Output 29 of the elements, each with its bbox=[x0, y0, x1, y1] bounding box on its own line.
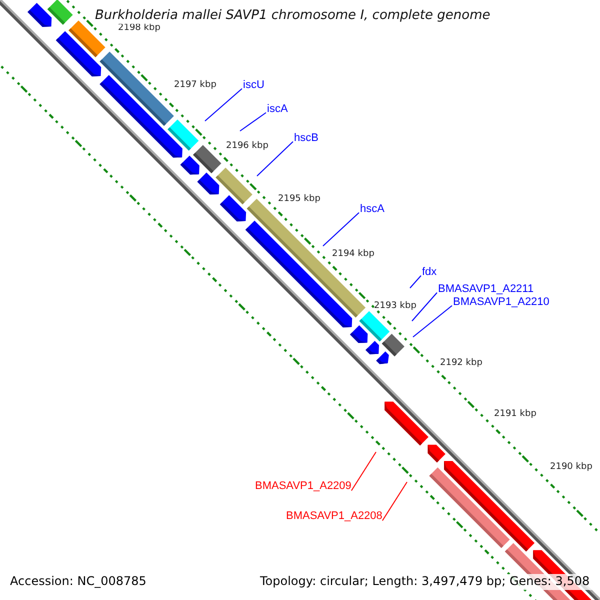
scale-label: 2195 kbp bbox=[278, 194, 320, 204]
gene-label: BMASAVP1_A2210 bbox=[453, 296, 550, 309]
leader-line bbox=[322, 212, 360, 246]
leader-line bbox=[412, 305, 452, 338]
scale-label: 2192 kbp bbox=[440, 358, 482, 368]
leader-line bbox=[204, 88, 242, 122]
leader-line bbox=[412, 292, 438, 322]
scale-label: 2190 kbp bbox=[550, 462, 592, 472]
scale-label: 2197 kbp bbox=[174, 80, 216, 90]
gene-label: iscU bbox=[243, 79, 264, 92]
leader-line bbox=[350, 452, 376, 492]
scale-label: 2196 kbp bbox=[226, 141, 268, 152]
scale-label: 2194 kbp bbox=[332, 249, 374, 260]
scale-label: 2191 kbp bbox=[494, 409, 536, 420]
gene-label: BMASAVP1_A2208 bbox=[286, 510, 382, 523]
accession-note: Accession: NC_008785 bbox=[8, 574, 148, 590]
leader-line bbox=[240, 112, 266, 132]
gene-label: iscA bbox=[267, 103, 288, 116]
gene-label: BMASAVP1_A2209 bbox=[255, 480, 352, 493]
leader-line bbox=[382, 482, 408, 522]
gene-label: BMASAVP1_A2211 bbox=[438, 283, 534, 296]
gene-label: hscA bbox=[360, 203, 384, 216]
scale-label: 2198 kbp bbox=[118, 23, 160, 34]
scale-label: 2193 kbp bbox=[374, 301, 416, 312]
topology-note: Topology: circular; Length: 3,497,479 bp; Genes: 3,508 bbox=[258, 574, 592, 590]
leader-line bbox=[256, 141, 294, 176]
gene-label: fdx bbox=[422, 266, 437, 279]
leader-line bbox=[410, 275, 422, 288]
gene-label: hscB bbox=[294, 132, 318, 145]
